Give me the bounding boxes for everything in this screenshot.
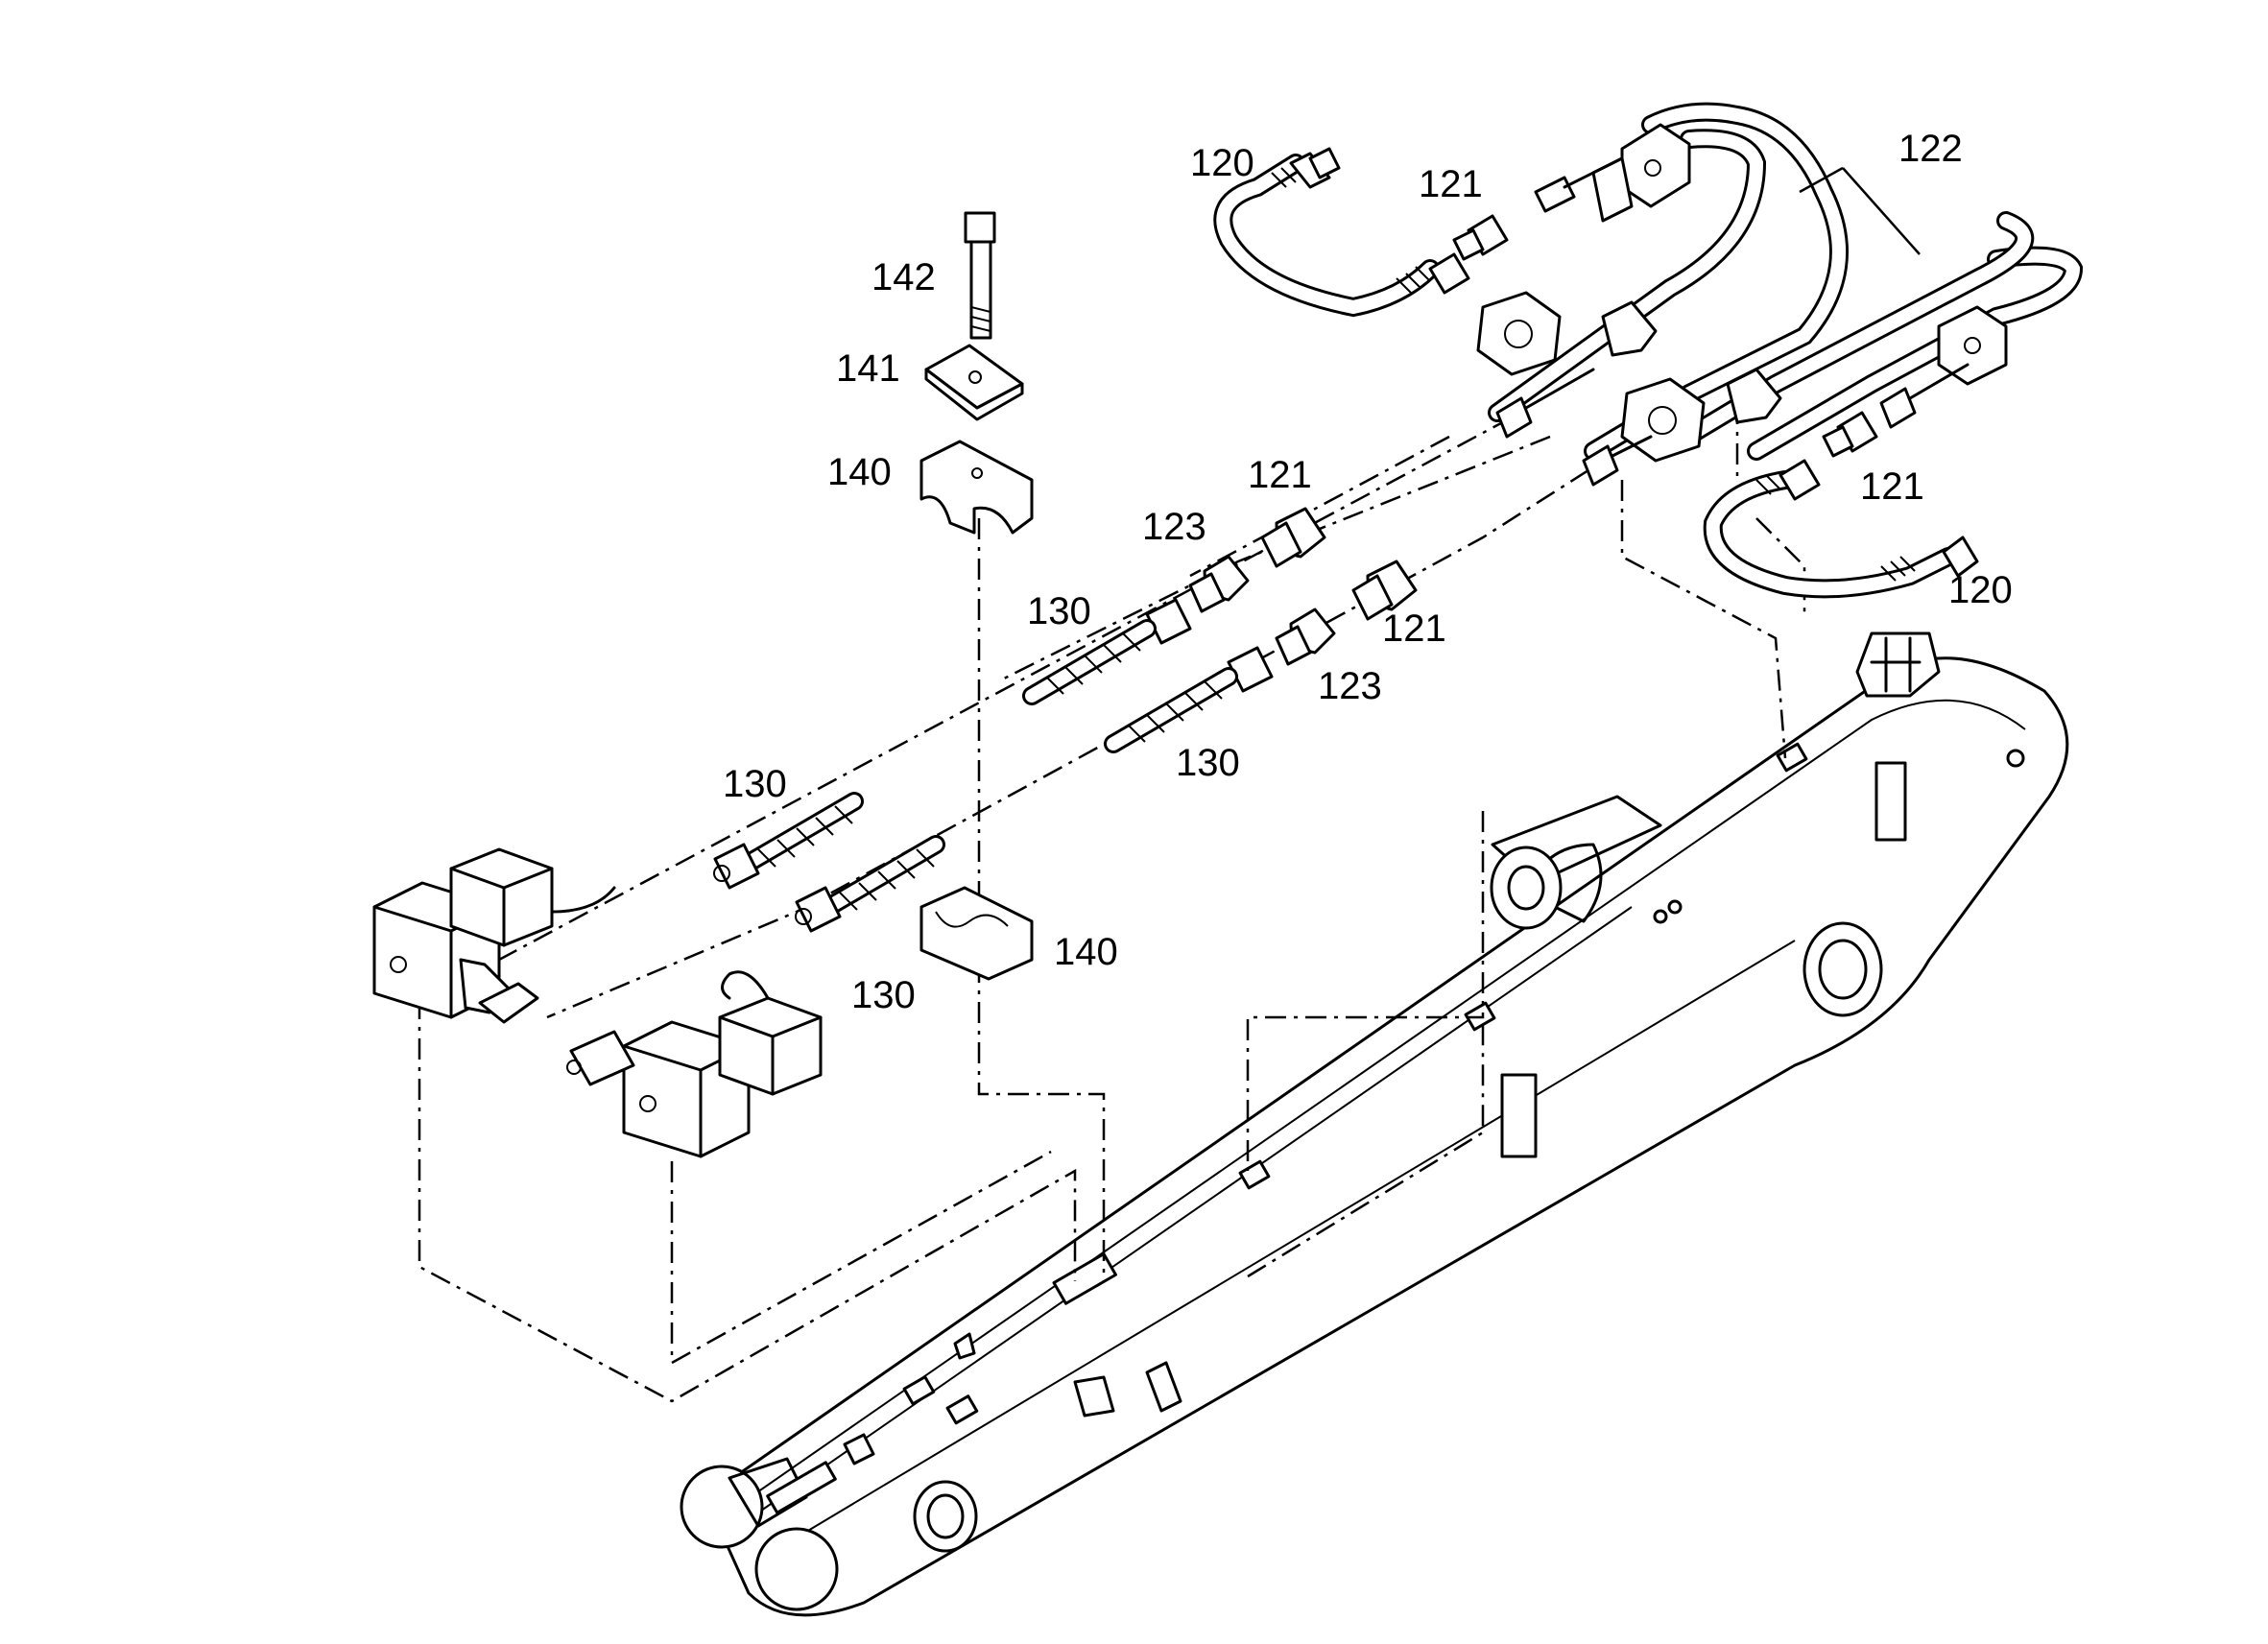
adapter-123-lower [1275, 608, 1336, 666]
adapter-123-upper [1188, 555, 1250, 613]
callout-120: 120 [1190, 142, 1254, 184]
flange-bolts [1495, 156, 1970, 487]
callout-130: 130 [723, 763, 787, 805]
callout-140: 140 [827, 451, 892, 493]
steel-pipe-122-lower [1670, 211, 2084, 461]
hose-130-upper-left [713, 792, 864, 890]
callout-121: 121 [1419, 163, 1483, 205]
valve-block-lower [566, 970, 823, 1158]
callout-122: 122 [1898, 128, 1963, 170]
flange-upper [1476, 291, 1658, 376]
steel-pipe-122-upper [1488, 102, 1849, 461]
pivot-hole [1802, 921, 1883, 1017]
callout-130: 130 [1027, 590, 1091, 632]
valve-block-upper [372, 847, 616, 1024]
callout-141: 141 [836, 347, 900, 390]
bolt [964, 211, 996, 340]
boom-arm [680, 631, 2069, 1617]
pointer-122 [1799, 166, 1921, 255]
callout-121: 121 [1860, 465, 1924, 508]
part-number-callouts: 120 120 121 121 121 121 122 123 123 130 … [723, 128, 2013, 1016]
flange-lower [1620, 368, 1782, 463]
hose-130-lower-right [1104, 646, 1274, 753]
clamp-half-upper [919, 440, 1034, 535]
callout-130: 130 [851, 974, 916, 1016]
adapter-121-mid-upper [1260, 507, 1326, 568]
callout-121: 121 [1248, 454, 1312, 496]
hose-120-upper [1213, 147, 1470, 318]
callout-140: 140 [1054, 931, 1118, 973]
adapter-121-mid-lower [1351, 560, 1418, 621]
callout-130: 130 [1176, 742, 1240, 784]
mounting-plate [1500, 1073, 1538, 1158]
hose-120-lower [1703, 459, 1979, 599]
clamp-half-lower [919, 886, 1034, 981]
hose-130-upper-right [1022, 598, 1192, 705]
callout-123: 123 [1142, 506, 1206, 548]
callout-142: 142 [871, 256, 936, 298]
mounting-plate [1874, 761, 1907, 842]
pin-hole [913, 1480, 978, 1553]
callout-120: 120 [1948, 569, 2013, 611]
adapter-121-top-upper [1452, 214, 1509, 261]
clamp-plate [924, 344, 1024, 421]
hose-130-lower-left [795, 835, 945, 933]
callout-123: 123 [1318, 665, 1382, 707]
adapter-121-top-lower [1822, 411, 1878, 458]
callout-121: 121 [1382, 608, 1446, 650]
